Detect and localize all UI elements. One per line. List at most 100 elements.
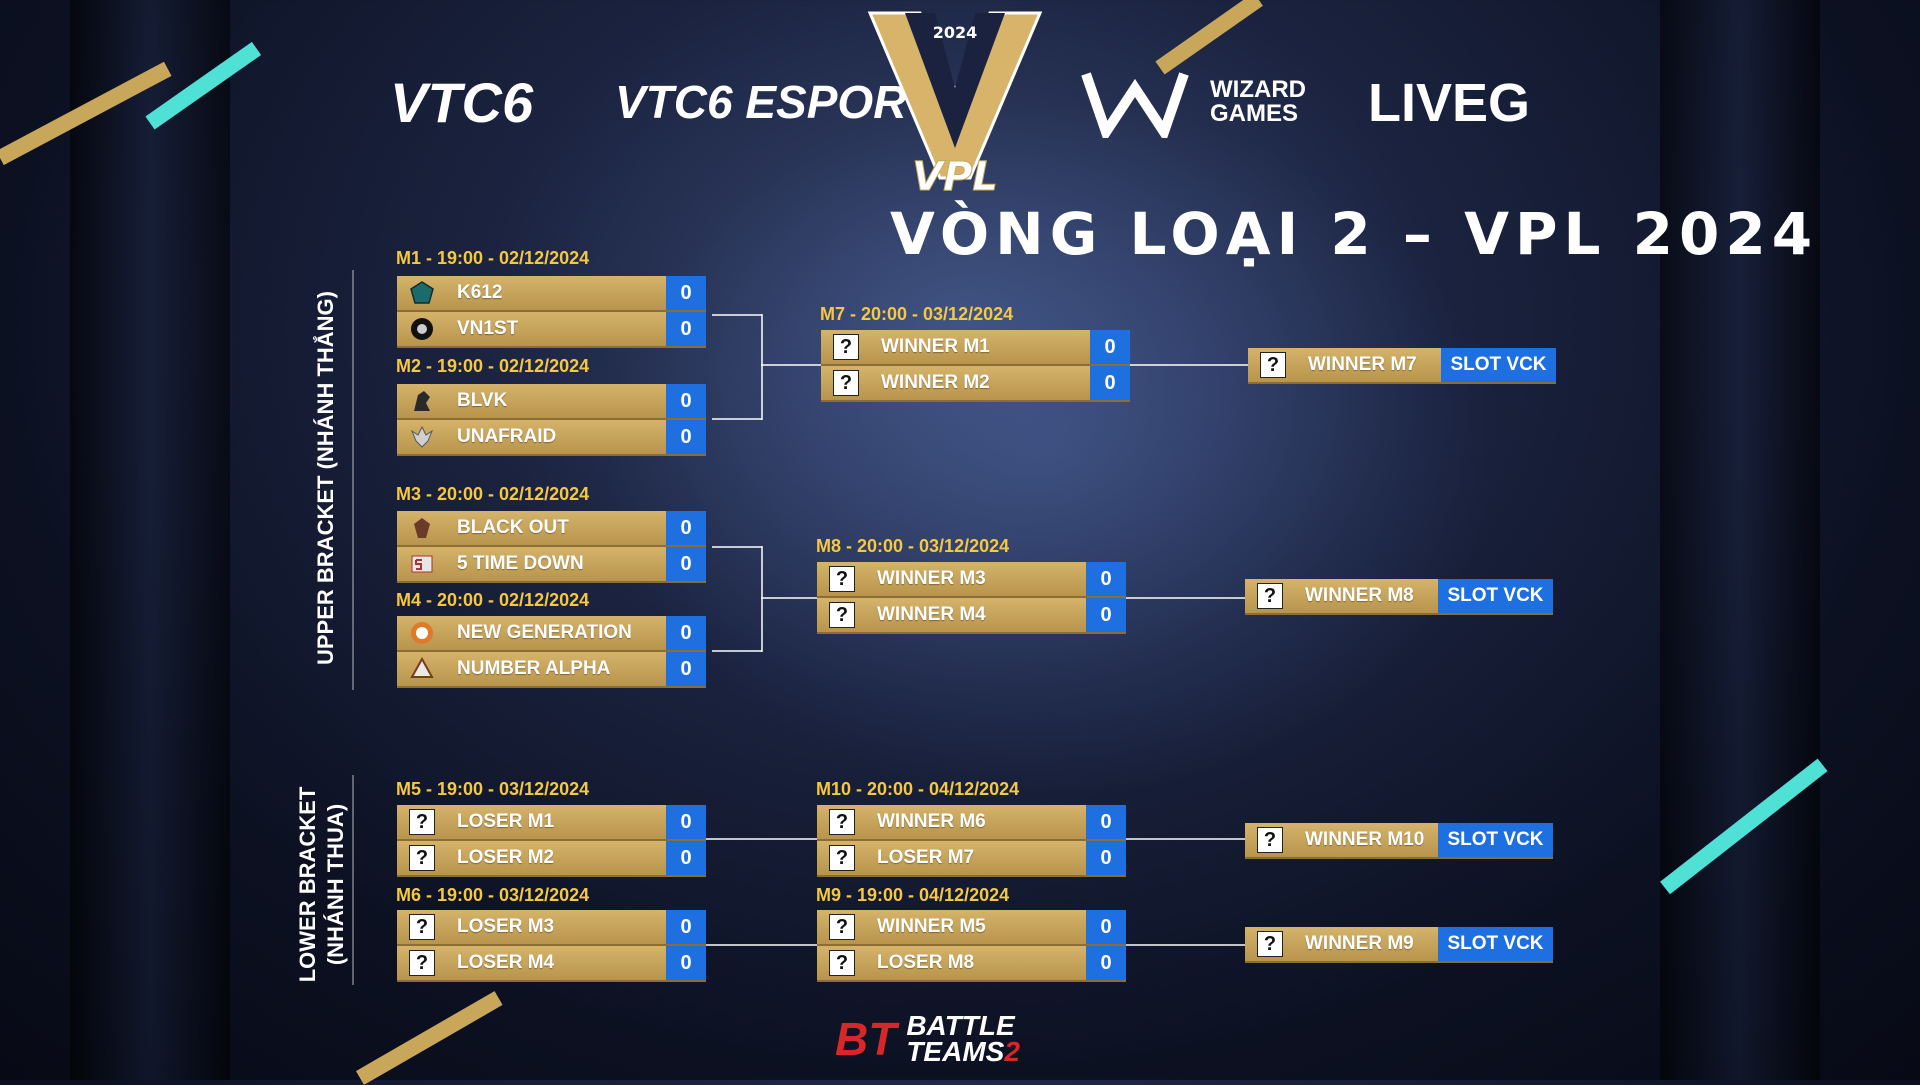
unafraid-logo-icon [409,424,435,450]
bracket-connector [761,597,817,599]
match-row-m5-team2: ? LOSER M2 0 [397,841,706,877]
lower-bracket-label-line2: (NHÁNH THUA) [323,803,348,966]
team-name: LOSER M1 [457,811,555,832]
team-name: WINNER M9 [1305,933,1414,954]
unknown-team-icon: ? [833,370,859,396]
team-name: NEW GENERATION [457,622,632,643]
unknown-team-icon: ? [409,950,435,976]
wizard-games-w-icon [1081,72,1189,138]
score-box: 0 [666,616,706,650]
bracket-connector [1126,838,1245,840]
slot-vck-badge: SLOT VCK [1441,348,1556,382]
unknown-team-icon: ? [829,602,855,628]
match-row-m7-team2: ? WINNER M2 0 [821,366,1130,402]
bracket-connector [706,944,817,946]
unknown-team-icon: ? [409,845,435,871]
team-name: WINNER M5 [877,916,986,937]
match-title-m1: M1 - 19:00 - 02/12/2024 [396,248,590,268]
unknown-team-icon: ? [829,809,855,835]
score-box: 0 [1090,330,1130,364]
unknown-team-icon: ? [829,845,855,871]
match-row-m1-team1: K612 0 [397,276,706,312]
bracket-connector [712,314,762,316]
slot-row-2: ? WINNER M8 SLOT VCK [1245,579,1553,615]
footer-line1: BATTLE [906,1010,1015,1041]
number-alpha-logo-icon [409,656,435,682]
team-name: K612 [457,282,503,303]
match-row-m6-team2: ? LOSER M4 0 [397,946,706,982]
vpl-2024-logo: 2024 VPL [867,11,1043,198]
slot-row-3: ? WINNER M10 SLOT VCK [1245,823,1553,859]
bracket-connector [761,546,763,652]
match-row-m9-team2: ? LOSER M8 0 [817,946,1126,982]
bracket-connector [1130,364,1248,366]
team-name: LOSER M2 [457,847,555,868]
score-box: 0 [666,652,706,686]
slot-row-4: ? WINNER M9 SLOT VCK [1245,927,1553,963]
slot-vck-badge: SLOT VCK [1438,823,1553,857]
bracket-connector [712,650,762,652]
team-name: NUMBER ALPHA [457,658,611,679]
footer-line2: TEAMS [906,1036,1005,1067]
unknown-team-icon: ? [1257,827,1283,853]
score-box: 0 [1086,562,1126,596]
score-box: 0 [666,910,706,944]
match-row-m3-team2: 5 TIME DOWN 0 [397,547,706,583]
team-name: WINNER M7 [1308,354,1417,375]
unknown-team-icon: ? [1257,583,1283,609]
gold-stripe-decoration [1155,0,1263,75]
battle-teams-mark: BT [835,1013,897,1065]
match-row-m8-team1: ? WINNER M3 0 [817,562,1126,598]
page-title: VÒNG LOẠI 2 – VPL 2024 [890,200,1819,268]
match-row-m7-team1: ? WINNER M1 0 [821,330,1130,366]
battle-teams-2-logo: BT BATTLE TEAMS2 [835,1012,1020,1066]
team-name: WINNER M6 [877,811,986,832]
score-box: 0 [1086,946,1126,980]
score-box: 0 [666,805,706,839]
bracket-connector [1126,597,1245,599]
match-title-m10: M10 - 20:00 - 04/12/2024 [816,779,1020,799]
score-box: 0 [666,384,706,418]
match-row-m8-team2: ? WINNER M4 0 [817,598,1126,634]
team-name: LOSER M7 [877,847,975,868]
match-row-m6-team1: ? LOSER M3 0 [397,910,706,946]
team-name: LOSER M4 [457,952,555,973]
wizard-games-logo: WIZARD GAMES [1210,76,1306,127]
unknown-team-icon: ? [829,566,855,592]
score-box: 0 [1086,805,1126,839]
score-box: 0 [666,841,706,875]
score-box: 0 [1090,366,1130,400]
black-out-logo-icon [409,515,435,541]
unknown-team-icon: ? [833,334,859,360]
score-box: 0 [666,946,706,980]
team-name: UNAFRAID [457,426,557,447]
match-title-m6: M6 - 19:00 - 03/12/2024 [396,885,590,905]
score-box: 0 [1086,910,1126,944]
lower-bracket-label-line1: LOWER BRACKET [295,786,320,983]
match-row-m4-team2: NUMBER ALPHA 0 [397,652,706,688]
new-generation-logo-icon [409,620,435,646]
match-title-m8: M8 - 20:00 - 03/12/2024 [816,536,1010,556]
team-name: WINNER M10 [1305,829,1425,850]
team-name: LOSER M3 [457,916,555,937]
score-box: 0 [666,312,706,346]
team-name: LOSER M8 [877,952,975,973]
bracket-connector [761,314,763,420]
unknown-team-icon: ? [409,809,435,835]
bracket-connector [712,418,762,420]
blvk-logo-icon [409,388,435,414]
slot-vck-badge: SLOT VCK [1438,927,1553,961]
vtc6-logo: VTC6 [390,71,534,134]
gold-stripe-decoration [356,991,503,1085]
team-name: WINNER M8 [1305,585,1414,606]
score-box: 0 [1086,841,1126,875]
match-row-m9-team1: ? WINNER M5 0 [817,910,1126,946]
team-name: WINNER M1 [881,336,990,357]
score-box: 0 [666,276,706,310]
score-box: 0 [666,547,706,581]
score-box: 0 [666,511,706,545]
score-box: 0 [1086,598,1126,632]
lower-bracket-divider [352,775,354,985]
match-title-m7: M7 - 20:00 - 03/12/2024 [820,304,1014,324]
team-name: 5 TIME DOWN [457,553,584,574]
